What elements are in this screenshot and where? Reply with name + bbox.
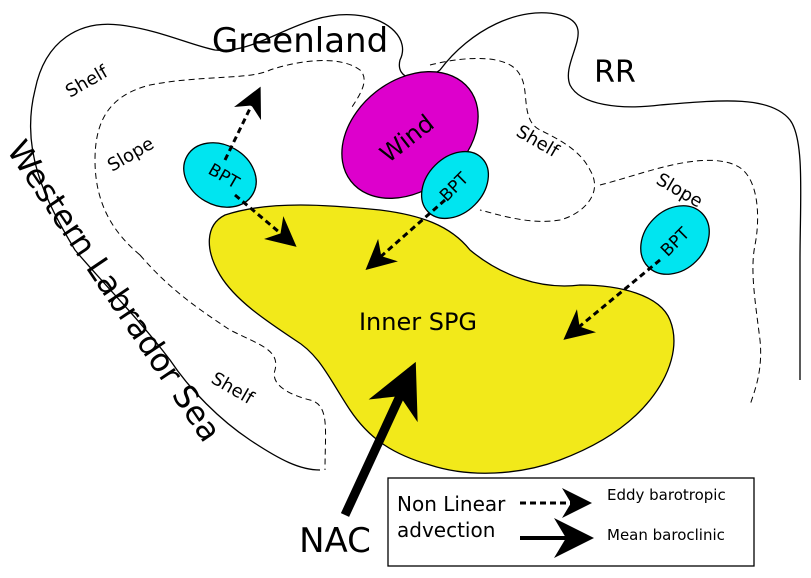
inner-spg-label: Inner SPG xyxy=(359,308,477,336)
shelf-break-dashed xyxy=(94,58,762,471)
legend-advection-label: advection xyxy=(397,518,495,542)
legend-mean-baroclinic-label: Mean baroclinic xyxy=(607,526,725,544)
shelf-bottom-left-label: Shelf xyxy=(208,368,258,409)
eddy-arrow-center xyxy=(365,198,446,270)
nac-arrow xyxy=(340,361,418,517)
eddy-arrow-left-down xyxy=(234,193,297,247)
bpt-center-ellipse xyxy=(420,150,490,220)
rr-label: RR xyxy=(594,55,636,90)
shelf-top-left-label: Shelf xyxy=(62,61,112,102)
legend: Non Linear advection Eddy barotropic Mea… xyxy=(387,477,755,567)
legend-eddy-barotropic-label: Eddy barotropic xyxy=(607,486,726,504)
greenland-label: Greenland xyxy=(212,21,388,61)
inner-spg-region xyxy=(208,204,675,474)
slope-left-label: Slope xyxy=(104,133,158,176)
bpt-right-ellipse xyxy=(640,205,710,275)
legend-nonlinear-label: Non Linear xyxy=(397,492,506,516)
shelf-mid-right-label: Shelf xyxy=(513,121,563,162)
eddy-arrow-up xyxy=(223,86,262,161)
nac-label: NAC xyxy=(299,521,371,561)
bpt-left-ellipse xyxy=(183,142,257,208)
